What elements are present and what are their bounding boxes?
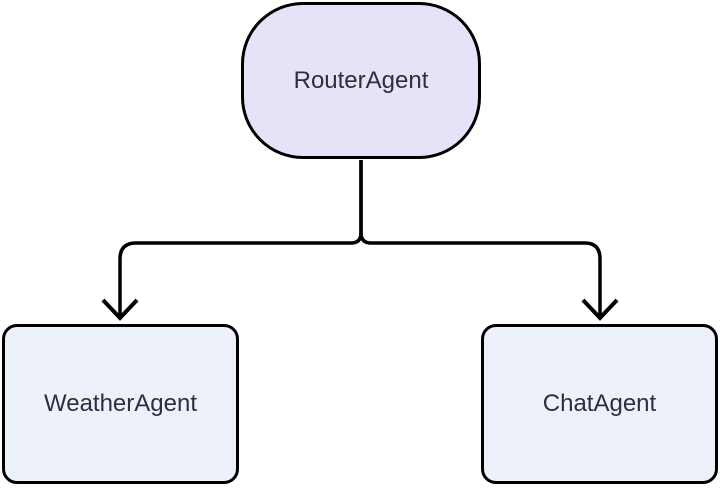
node-router-agent-label: RouterAgent: [293, 66, 429, 94]
node-weather-agent: WeatherAgent: [2, 324, 239, 484]
arrowhead-down-chat-icon: [581, 298, 619, 321]
node-chat-agent-label: ChatAgent: [542, 390, 657, 417]
node-router-agent: RouterAgent: [241, 2, 481, 159]
node-weather-agent-label: WeatherAgent: [44, 390, 197, 417]
edge-router-to-weather: [118, 160, 363, 317]
node-chat-agent: ChatAgent: [481, 324, 718, 484]
arrowhead-down-weather-icon: [101, 298, 139, 321]
edge-router-to-chat: [359, 160, 602, 317]
